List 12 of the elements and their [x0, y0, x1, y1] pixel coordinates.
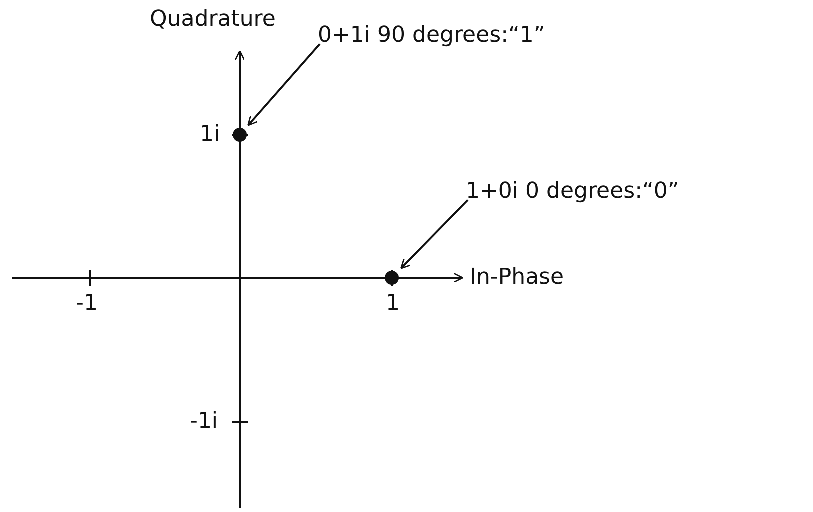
axis-title: Quadrature [150, 8, 276, 32]
point-label: 0+1i 90 degrees:“1” [318, 24, 546, 48]
tick-label: 1i [200, 123, 220, 148]
tick-label: -1i [190, 410, 218, 434]
tick-label: -1 [76, 292, 98, 316]
axis-title: In-Phase [470, 266, 564, 290]
point-label: 1+0i 0 degrees:“0” [466, 180, 680, 204]
tick-label: 1 [386, 292, 400, 316]
constellation-point [385, 271, 399, 285]
constellation-point [233, 128, 247, 142]
leader-arrow [248, 44, 321, 126]
leader-arrow [400, 199, 469, 270]
